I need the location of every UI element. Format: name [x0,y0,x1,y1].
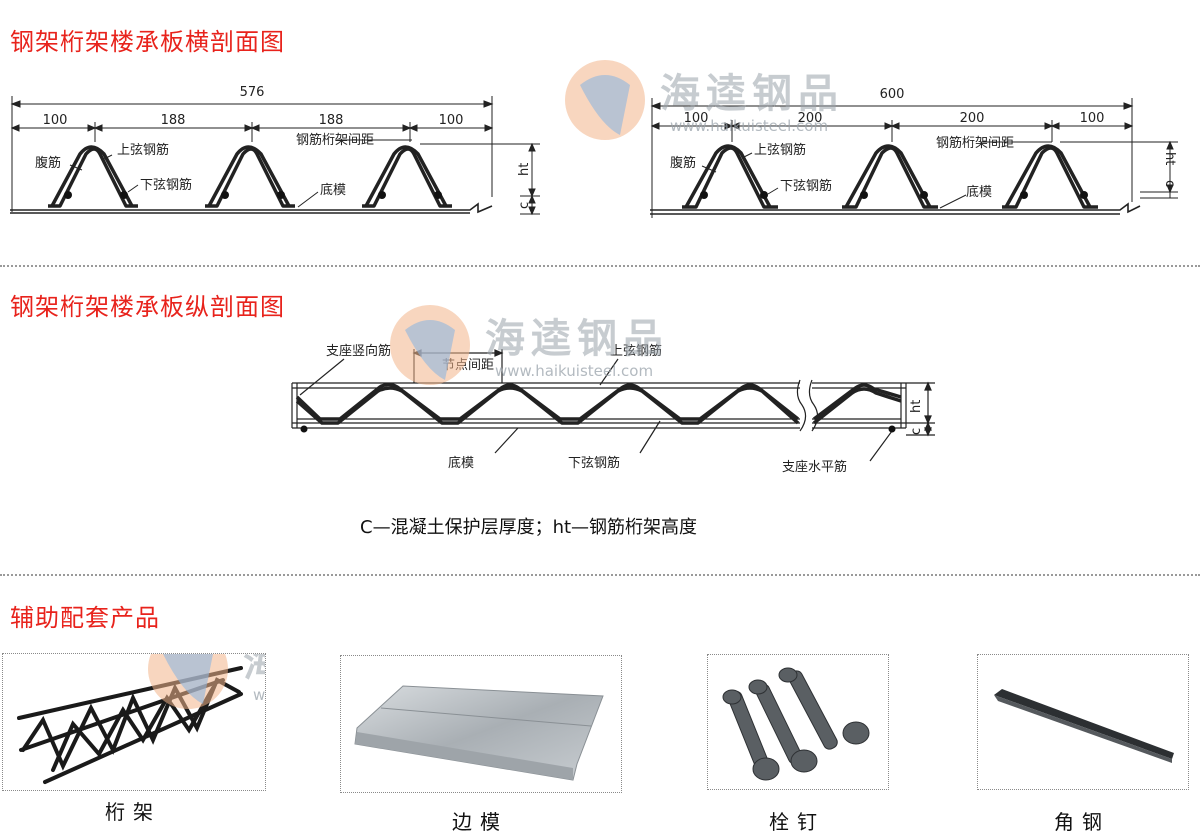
dim-label: 188 [161,113,186,128]
watermark-text: 海逵钢品 [243,653,266,686]
longitudinal-section-title: 钢架桁架楼承板纵剖面图 [10,293,285,321]
dim-label: 188 [319,113,344,128]
top-chord-label: 上弦钢筋 [754,142,806,158]
support-vertical-label: 支座竖向筋 [326,343,391,359]
ht-label: ht [909,400,924,413]
product-angle-steel-card[interactable] [977,654,1189,790]
top-chord-label: 上弦钢筋 [610,343,662,359]
legend-note: C—混凝土保护层厚度；ht—钢筋桁架高度 [360,517,698,538]
dim-label: 100 [684,111,709,126]
dim-label: 100 [1080,111,1105,126]
watermark-text: 海逵钢品 [660,71,844,117]
total-width-label: 576 [240,85,265,100]
bottom-chord-label: 下弦钢筋 [568,455,620,471]
watermark-logo: 海逵钢品 www.haikuisteel.com [565,60,844,140]
web-bar-label: 腹筋 [670,155,696,171]
watermark-text: 海逵钢品 [485,316,669,362]
product-edge-form-card[interactable] [340,655,622,793]
product-studs-card[interactable] [707,654,889,790]
web-bar-label: 腹筋 [35,155,61,171]
dim-label: 200 [960,111,985,126]
angle-steel-icon [994,689,1174,763]
product-truss-label: 桁架 [105,800,161,824]
bottom-chord-label: 下弦钢筋 [140,177,192,193]
product-edge-form-label: 边模 [452,810,508,834]
cross-section-diagram-right: 600 100 200 200 100 腹筋 上弦钢筋 下弦钢筋 钢筋桁架间距 … [650,87,1178,218]
product-studs-label: 栓钉 [769,810,825,834]
c-label: c [517,202,532,209]
longitudinal-section-diagram: 支座竖向筋 节点间距 上弦钢筋 底模 下弦钢筋 支座水平筋 ht c [291,343,935,475]
stud-icon [722,667,870,781]
cross-section-diagram-left: 576 100 188 188 100 腹筋 上弦钢筋 下弦钢筋 钢筋桁架间距 … [10,85,540,216]
dim-label: 200 [798,111,823,126]
ht-label: ht [1162,152,1177,165]
cross-section-title: 钢架桁架楼承板横剖面图 [10,28,285,56]
watermark-url: www.haikuisteel.com [495,362,653,380]
base-form-label: 底模 [966,184,992,200]
c-label: c [909,428,924,435]
top-chord-label: 上弦钢筋 [117,142,169,158]
product-angle-steel-label: 角钢 [1054,810,1110,834]
base-form-label: 底模 [320,182,346,198]
accessories-title: 辅助配套产品 [10,604,160,632]
c-label: c [1162,180,1177,187]
bottom-chord-label: 下弦钢筋 [780,178,832,194]
support-horizontal-label: 支座水平筋 [782,459,847,475]
section-divider [0,574,1200,576]
base-form-label: 底模 [448,455,474,471]
dim-label: 100 [439,113,464,128]
truss-spacing-label: 钢筋桁架间距 [296,132,374,148]
total-width-label: 600 [880,87,905,102]
truss-spacing-label: 钢筋桁架间距 [936,135,1014,151]
product-truss-card[interactable]: 海逵钢品 www.haikuisteel.com [2,653,266,791]
section-divider [0,265,1200,267]
watermark-url: www.haikuisteel.com [670,117,828,135]
edge-form-icon [354,685,604,781]
watermark-url: www.haikuisteel.com [253,686,266,704]
watermark-logo: 海逵钢品 www.haikuisteel.com [390,305,669,385]
dim-label: 100 [43,113,68,128]
ht-label: ht [517,163,532,176]
watermark-logo: 海逵钢品 www.haikuisteel.com [148,653,266,709]
